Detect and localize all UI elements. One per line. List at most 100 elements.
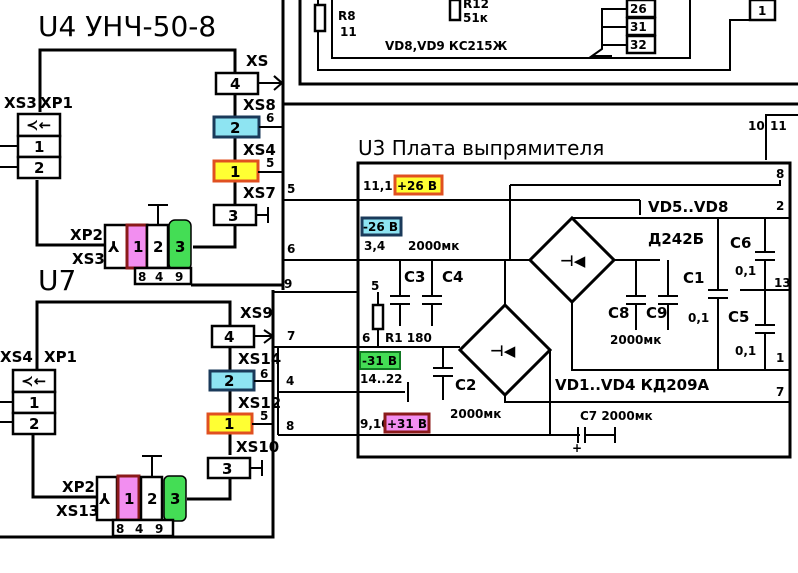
c7-label: C7 2000мк: [580, 409, 653, 423]
u4-xs-label: XS: [246, 52, 268, 70]
voltage-badge-p31: [383, 412, 431, 434]
u7-xs4-label: XS4: [0, 348, 33, 366]
pin-10: 10: [748, 119, 765, 133]
voltage-badge-m26: [360, 216, 403, 237]
wire-8-label: 8: [286, 419, 294, 433]
u4-xp2-sub9: 9: [175, 270, 183, 284]
c2-value: 2000мк: [450, 407, 501, 421]
c3-label: C3: [404, 268, 425, 286]
pin-26: 26: [630, 2, 647, 16]
resistor-r12: [448, 0, 462, 22]
u7-pin4: 4: [224, 328, 234, 346]
u7-xp1-label: XP1: [44, 348, 77, 366]
pin-14-22: 14..22: [360, 372, 403, 386]
u7-pin2-blue: 2: [224, 372, 234, 390]
u7-xp2-sub8: 8: [116, 522, 124, 536]
u4-xp2-sub8: 8: [138, 270, 146, 284]
u7-xp2-pin1: 1: [124, 490, 134, 508]
u4-n6: 6: [266, 111, 274, 125]
u7-block: U7 XS4 XP1 ≺← 1 2 XS9 4 XS14 6 2 XS12 5 …: [0, 264, 281, 539]
u7-title: U7: [38, 264, 76, 297]
u4-xp2-label: XP2: [70, 226, 103, 244]
voltage-badge-p26: [393, 174, 444, 196]
u4-xs8-label: XS8: [243, 96, 276, 114]
plug-icon: ≺←: [26, 116, 51, 134]
pin-8: 8: [776, 167, 784, 181]
pin-9-10: 9,10: [360, 417, 390, 431]
c8-label: C8: [608, 304, 629, 322]
resistor-r8: [313, 3, 327, 33]
u4-xs4-label: XS4: [243, 141, 276, 159]
pin-31: 31: [630, 20, 647, 34]
u7-xp2-label: XP2: [62, 478, 95, 496]
u4-xp2-pin1: 1: [133, 238, 143, 256]
c1-value: 0,1: [688, 311, 709, 325]
pin-11-12: 11,12: [363, 179, 401, 193]
r8-num: 11: [340, 25, 357, 39]
u7-xp2-sub4: 4: [135, 522, 143, 536]
c5-label: C5: [728, 308, 749, 326]
interconnect-wires: 5 6 9 7 4 8: [273, 182, 640, 436]
vd1-vd4-label: VD1..VD4 КД209А: [555, 376, 710, 394]
pin-2: 2: [776, 199, 784, 213]
u4-xp2-sub4: 4: [155, 270, 163, 284]
diodes-label: VD8,VD9 КС215Ж: [385, 39, 508, 53]
voltage-badge-m31: [359, 351, 401, 370]
diode-icon: ⊣◀: [490, 342, 516, 360]
u7-xs14-label: XS14: [238, 350, 281, 368]
diode-icon: ⊣◀: [560, 252, 586, 270]
u4-pin3: 3: [228, 207, 238, 225]
socket-icon: ⅄: [99, 490, 111, 508]
u4-xp1-pin2: 2: [34, 159, 44, 177]
u3-block: U3 Плата выпрямителя 11,12 +26 В -26 В 3…: [356, 136, 792, 459]
u7-xp2-sub9: 9: [155, 522, 163, 536]
u4-xs3-label: XS3: [4, 94, 37, 112]
pin-right-1: 1: [758, 4, 766, 18]
pin-5: 5: [371, 279, 379, 293]
u4-xp2-pin3: 3: [175, 238, 185, 256]
wire-9-label: 9: [284, 277, 292, 291]
vd5-vd8-label: VD5..VD8: [648, 198, 728, 216]
u4-n5: 5: [266, 156, 274, 170]
r1-label: R1 180: [385, 331, 432, 345]
u7-xp1-pin2: 2: [29, 415, 39, 433]
c8-c9-value: 2000мк: [610, 333, 661, 347]
u4-pin2-blue: 2: [230, 119, 240, 137]
u7-pin3: 3: [222, 460, 232, 478]
r8-label: R8: [338, 9, 356, 23]
plug-icon: ≺←: [21, 372, 46, 390]
u4-pin4: 4: [230, 75, 240, 93]
u4-xs3b-label: XS3: [72, 250, 105, 268]
voltage-p26: +26 В: [397, 179, 437, 193]
u7-n6: 6: [260, 367, 268, 381]
u7-xs13-label: XS13: [56, 502, 99, 520]
u4-title: U4 УНЧ-50-8: [38, 10, 216, 43]
c9-label: C9: [646, 304, 667, 322]
c4-label: C4: [442, 268, 463, 286]
top-section: R8 11 R12 51к VD8,VD9 КС215Ж 26 31 32 1 …: [281, 0, 798, 290]
voltage-p31: +31 В: [387, 417, 427, 431]
voltage-m31: -31 В: [362, 354, 397, 368]
u4-pin1-yellow: 1: [230, 163, 240, 181]
u4-block: U4 УНЧ-50-8 XS3 XP1 ≺← 1 2 XS 4 XS8 6 2 …: [0, 10, 285, 287]
u7-n5: 5: [260, 409, 268, 423]
u7-xp2-pin3: 3: [170, 490, 180, 508]
u7-xs10-label: XS10: [236, 438, 279, 456]
c34-value: 2000мк: [408, 239, 459, 253]
u3-title: U3 Плата выпрямителя: [358, 136, 604, 160]
pin-6: 6: [362, 331, 370, 345]
c1-label: C1: [683, 269, 704, 287]
pin-32: 32: [630, 38, 647, 52]
pin-3-4: 3,4: [364, 239, 385, 253]
u7-xp1-pin1: 1: [29, 394, 39, 412]
voltage-m26: -26 В: [363, 220, 398, 234]
pin-7: 7: [776, 385, 784, 399]
c2-label: C2: [455, 376, 476, 394]
wire-5-label: 5: [287, 182, 295, 196]
c7-plus: +: [572, 441, 582, 455]
u7-xp2-pin2: 2: [147, 490, 157, 508]
u4-xp1-label: XP1: [40, 94, 73, 112]
c6-value: 0,1: [735, 264, 756, 278]
socket-icon: ⅄: [108, 238, 120, 256]
